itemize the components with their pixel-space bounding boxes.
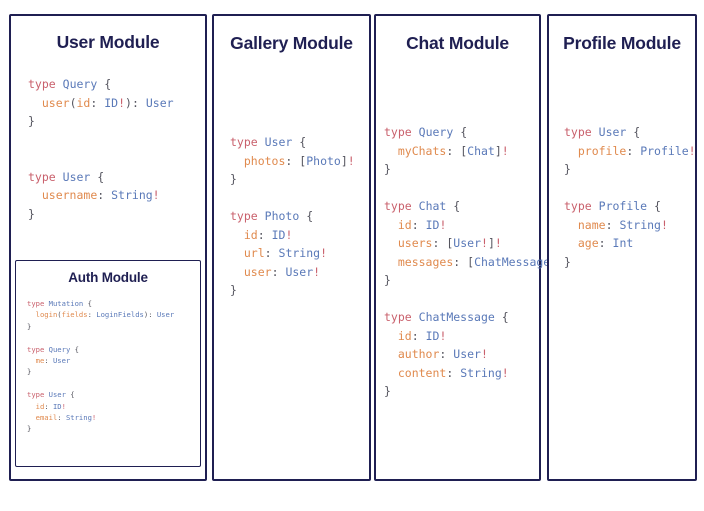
card-title-chat-module: Chat Module (406, 33, 509, 53)
code-block-auth-module: type Mutation { login(fields: LoginField… (27, 299, 175, 434)
card-profile-module[interactable]: Profile Module type User { profile: Prof… (547, 14, 697, 481)
code-block-chat-module: type Query { myChats: [Chat]! } type Cha… (384, 125, 564, 398)
code-block-user-module: type Query { user(id: ID!): User } type … (28, 77, 174, 221)
code-block-gallery-module: type User { photos: [Photo]! } type Phot… (230, 135, 355, 297)
code-block-profile-module: type User { profile: Profile! } type Pro… (564, 125, 696, 269)
card-title-user-module: User Module (56, 32, 160, 52)
card-gallery-module[interactable]: Gallery Module type User { photos: [Phot… (212, 14, 371, 481)
card-title-auth-module: Auth Module (68, 270, 148, 285)
card-title-gallery-module: Gallery Module (230, 33, 353, 53)
card-auth-module[interactable]: Auth Module type Mutation { login(fields… (15, 260, 201, 467)
card-title-profile-module: Profile Module (563, 33, 681, 53)
card-chat-module[interactable]: Chat Module type Query { myChats: [Chat]… (374, 14, 564, 481)
card-user-module[interactable]: User Module type Query { user(id: ID!): … (9, 14, 207, 481)
